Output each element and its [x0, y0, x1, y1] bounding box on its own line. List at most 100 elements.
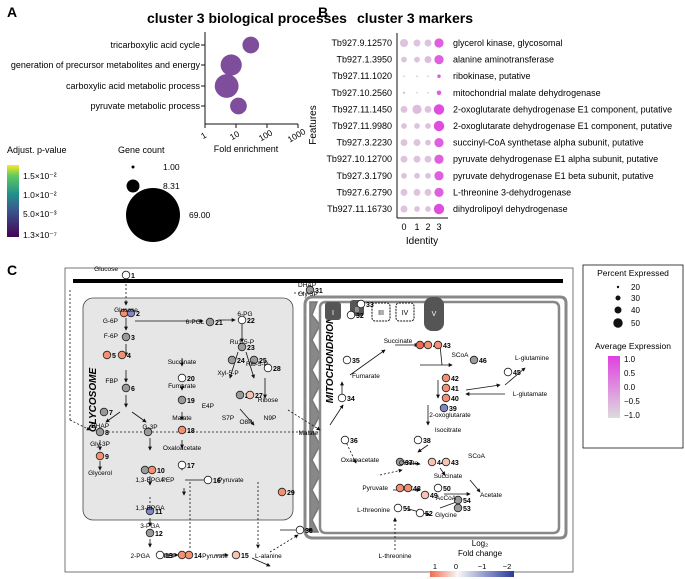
marker-dot-6-2 [425, 139, 431, 146]
enzyme-node-45 [441, 393, 451, 403]
enzyme-node-39 [340, 435, 350, 445]
enzyme-number-38: 35 [352, 358, 360, 365]
enzyme-node-52 [441, 457, 451, 467]
feature-label-2: Tb927.11.1020 [332, 71, 392, 81]
enzyme-node-32 [277, 487, 287, 497]
enzyme-node-11 [140, 465, 150, 475]
metabolite-malate_c: Malate [298, 430, 318, 437]
metabolite-fbp: FBP [105, 378, 118, 385]
metabolite-gly3p_top: Gly-3P [298, 291, 318, 298]
enzyme-number-58: 53 [463, 506, 471, 513]
enzyme-number-3: 3 [131, 335, 135, 342]
enzyme-number-13: 11 [155, 509, 163, 516]
metabolite-glycine: Glycine [435, 512, 457, 519]
enzyme-number-56: 49 [430, 493, 438, 500]
panel-a: A cluster 3 biological processes tricarb… [7, 4, 347, 242]
percent-dot-50 [613, 318, 623, 328]
enzyme-number-15: 13 [165, 553, 173, 560]
complex-iv-label: IV [402, 310, 409, 317]
enrichment-dot-1 [220, 54, 242, 76]
metabolite-n9p: N9P [264, 415, 277, 422]
enzyme-number-18: 15 [241, 553, 249, 560]
metabolite-xyl5p: Xyl-5-P [217, 370, 238, 377]
enzyme-node-6 [121, 383, 131, 393]
feature-description-0: glycerol kinase, glycosomal [453, 38, 563, 48]
metabolite-dhap: DHAP [91, 423, 109, 430]
percent-tick-20: 20 [631, 283, 640, 292]
avg-tick-5: −1.0 [624, 411, 640, 420]
enzyme-number-44: 41 [451, 386, 459, 393]
marker-dot-10-0 [400, 205, 408, 213]
feature-label-3: Tb927.10.2560 [331, 88, 392, 98]
percent-tick-50: 50 [631, 319, 640, 328]
feature-description-6: succinyl-CoA synthetase alpha subunit, p… [453, 138, 644, 148]
enzyme-node-0 [121, 270, 131, 280]
x-tick-label-0: 1 [199, 130, 208, 141]
marker-dot-9-3 [434, 187, 444, 198]
enzyme-node-24 [235, 390, 245, 400]
marker-dot-10-3 [433, 203, 445, 215]
enzyme-number-54: 48 [413, 486, 421, 493]
metabolite-fumarate_m: Fumarate [352, 373, 380, 380]
marker-dot-0-3 [434, 38, 444, 48]
marker-dot-3-3 [436, 90, 442, 96]
enzyme-node-30 [177, 460, 187, 470]
mitochondrion-label: MITOCHONDRION [325, 316, 336, 403]
metabolite-o8p: O8P [239, 419, 252, 426]
enzyme-number-10: 9 [105, 454, 109, 461]
marker-dot-7-1 [413, 155, 421, 163]
complex-v [424, 297, 444, 331]
cell-membrane [73, 279, 563, 283]
enzyme-node-51 [427, 457, 437, 467]
metabolite-e4p: E4P [202, 403, 214, 410]
gene-count-tick-3: 69.00 [189, 210, 211, 220]
enzyme-number-42: 43 [443, 343, 451, 350]
pvalue-tick-2: 1.0×10⁻² [23, 190, 57, 200]
feature-label-6: Tb927.3.2230 [336, 138, 392, 148]
enrichment-dot-2 [214, 74, 239, 98]
enzyme-node-18 [231, 550, 241, 560]
metabolite-pg6: 6-PG [237, 311, 252, 318]
enzyme-number-49: 38 [423, 438, 431, 445]
panel-a-dots [214, 36, 260, 115]
enzyme-node-54 [403, 483, 413, 493]
feature-description-3: mitochondrial malate dehydrogenase [453, 88, 601, 98]
enzyme-number-19: 21 [215, 320, 223, 327]
enzyme-number-48: 39 [449, 406, 457, 413]
metabolite-gly3p: Gly-3P [90, 441, 110, 448]
pvalue-tick-3: 5.0×10⁻³ [23, 209, 57, 219]
marker-dot-1-2 [424, 56, 432, 64]
feature-description-8: pyruvate dehydrogenase E1 beta subunit, … [453, 171, 654, 181]
feature-description-1: alanine aminotransferase [453, 55, 554, 65]
metabolite-pyruvate_c: Pyruvate [202, 553, 228, 560]
enzyme-node-13 [145, 506, 155, 516]
metabolite-g6p: G-6P [103, 318, 118, 325]
percent-tick-40: 40 [631, 306, 640, 315]
enzyme-number-20: 22 [247, 318, 255, 325]
marker-dot-3-0 [402, 91, 406, 94]
enzyme-number-28: 19 [187, 398, 195, 405]
category-label-1: generation of precursor metabolites and … [11, 60, 201, 70]
enzyme-number-12: 10 [157, 468, 165, 475]
metabolite-citrate: Citrate [399, 460, 419, 467]
enzyme-number-37: 34 [347, 396, 355, 403]
metabolite-oxoglut: 2-oxoglutarate [429, 412, 471, 419]
metabolite-pep_c: PEP [163, 553, 176, 560]
feature-description-4: 2-oxoglutarate dehydrogenase E1 componen… [453, 104, 672, 114]
metabolite-glutamate: L-glutamate [513, 391, 548, 398]
metabolite-bpga: 1,3-BPGA [135, 477, 165, 484]
panel-b-feature-labels: Tb927.9.12570Tb927.1.3950Tb927.11.1020Tb… [326, 38, 392, 214]
enzyme-node-21 [237, 342, 247, 352]
enzyme-node-34 [305, 285, 315, 295]
metabolite-glycerol: Glycerol [88, 470, 112, 477]
complex-v-label: V [432, 311, 437, 318]
metabolite-s7p: S7P [222, 415, 234, 422]
mitochondrion-inner-membrane [318, 300, 561, 535]
enzyme-number-35: 32 [356, 313, 364, 320]
panel-b-title: cluster 3 markers [357, 10, 473, 26]
avg-tick-3: 0.0 [624, 383, 636, 392]
enzyme-node-60 [415, 508, 425, 518]
marker-dot-6-1 [413, 139, 421, 147]
enzyme-number-17: 14 [194, 553, 202, 560]
